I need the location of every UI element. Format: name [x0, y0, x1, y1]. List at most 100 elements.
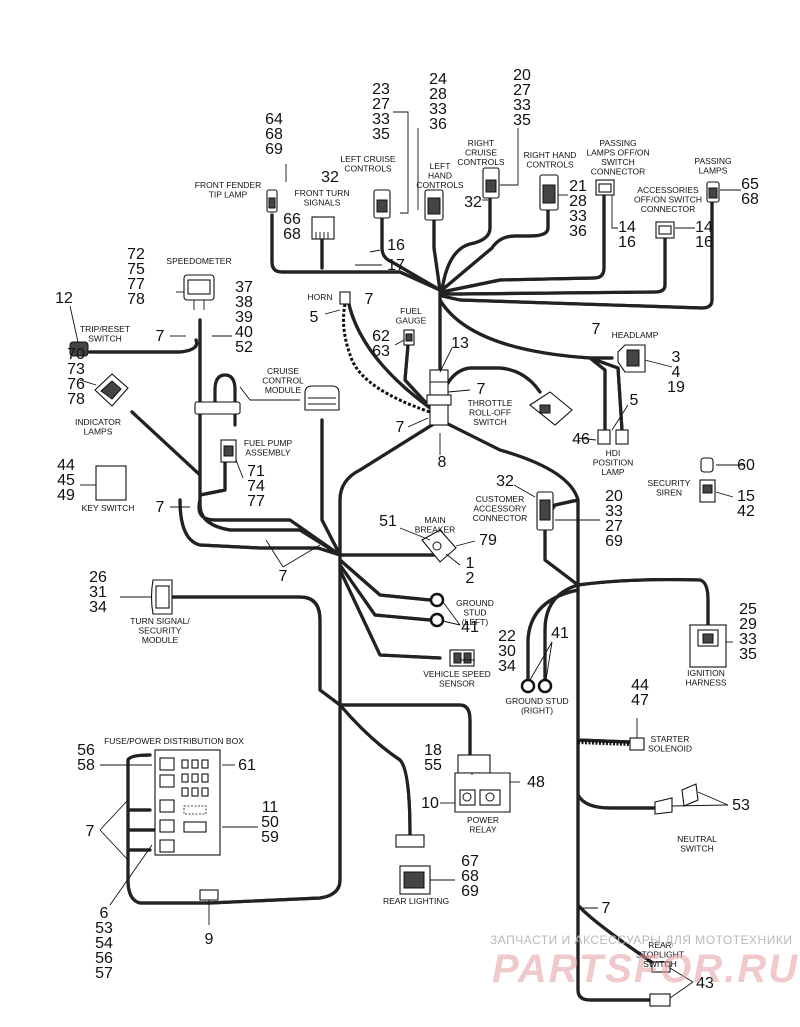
callout-16: 16 [387, 237, 405, 254]
label-speedometer: SPEEDOMETER [166, 256, 231, 266]
ground-stud-left-rings [429, 592, 445, 628]
callout-7-a: 7 [156, 328, 165, 345]
label-fuse-box: FUSE/POWER DISTRIBUTION BOX [104, 736, 244, 746]
turn-signal-security-module-shape [150, 579, 173, 615]
callout-53-right: 53 [732, 797, 750, 814]
callout-13: 13 [451, 335, 469, 352]
fuel-pump-loop [194, 373, 241, 463]
power-relay-shape [454, 754, 511, 813]
callout-41-left: 41 [461, 619, 479, 636]
hdi-position-lamp-connectors [597, 429, 629, 445]
callout-7-rear: 7 [602, 900, 611, 917]
callout-46: 46 [572, 431, 590, 448]
callout-10: 10 [421, 795, 439, 812]
label-rear-lighting: REAR LIGHTING [383, 896, 449, 906]
rear-lighting-shape [395, 834, 431, 895]
label-ground-stud-right: GROUND STUD(RIGHT) [505, 696, 568, 716]
connector-9 [199, 889, 219, 925]
callout-32-right: 32 [464, 194, 482, 211]
starter-solenoid-shape [577, 737, 645, 751]
rear-stoplight-switch-shape [649, 961, 671, 1007]
callout-7-g: 7 [279, 568, 288, 585]
callout-41-right: 41 [551, 625, 569, 642]
trip-reset-switch-connector [69, 341, 89, 357]
ground-stud-right-rings [520, 678, 553, 694]
main-breaker-shape [421, 529, 457, 563]
callout-79: 79 [479, 532, 497, 549]
front-turn-signals-connector [311, 216, 335, 240]
accessories-switch-connector [655, 221, 675, 239]
throttle-roll-off-switch-connector [529, 391, 573, 426]
horn-connector [339, 291, 431, 414]
callout-8: 8 [438, 454, 447, 471]
handlebar-junction [426, 369, 452, 426]
callout-48: 48 [527, 774, 545, 791]
label-horn: HORN [307, 292, 332, 302]
callout-17: 17 [387, 257, 405, 274]
callout-5-hdi: 5 [630, 392, 639, 409]
callout-51: 51 [379, 513, 397, 530]
callout-12: 12 [55, 290, 73, 307]
label-key-switch: KEY SWITCH [82, 503, 135, 513]
harness-wires [88, 193, 714, 1002]
callout-9: 9 [205, 931, 214, 948]
headlamp-connector [617, 344, 646, 373]
callout-60: 60 [737, 457, 755, 474]
callout-7-fuse: 7 [86, 823, 95, 840]
passing-lamps-switch-connector [595, 179, 615, 196]
callout-7-headlamp: 7 [592, 321, 601, 338]
callout-7-b: 7 [365, 291, 374, 308]
fuse-box-shape [154, 749, 221, 856]
callout-7-e: 7 [396, 419, 405, 436]
callout-61: 61 [238, 757, 256, 774]
left-cruise-controls-connector [373, 189, 391, 219]
component-shapes [69, 167, 727, 1007]
ignition-harness-shape [689, 624, 727, 668]
right-hand-controls-connector [539, 174, 559, 211]
watermark-logo: PARTSFOR.RU [492, 947, 799, 991]
